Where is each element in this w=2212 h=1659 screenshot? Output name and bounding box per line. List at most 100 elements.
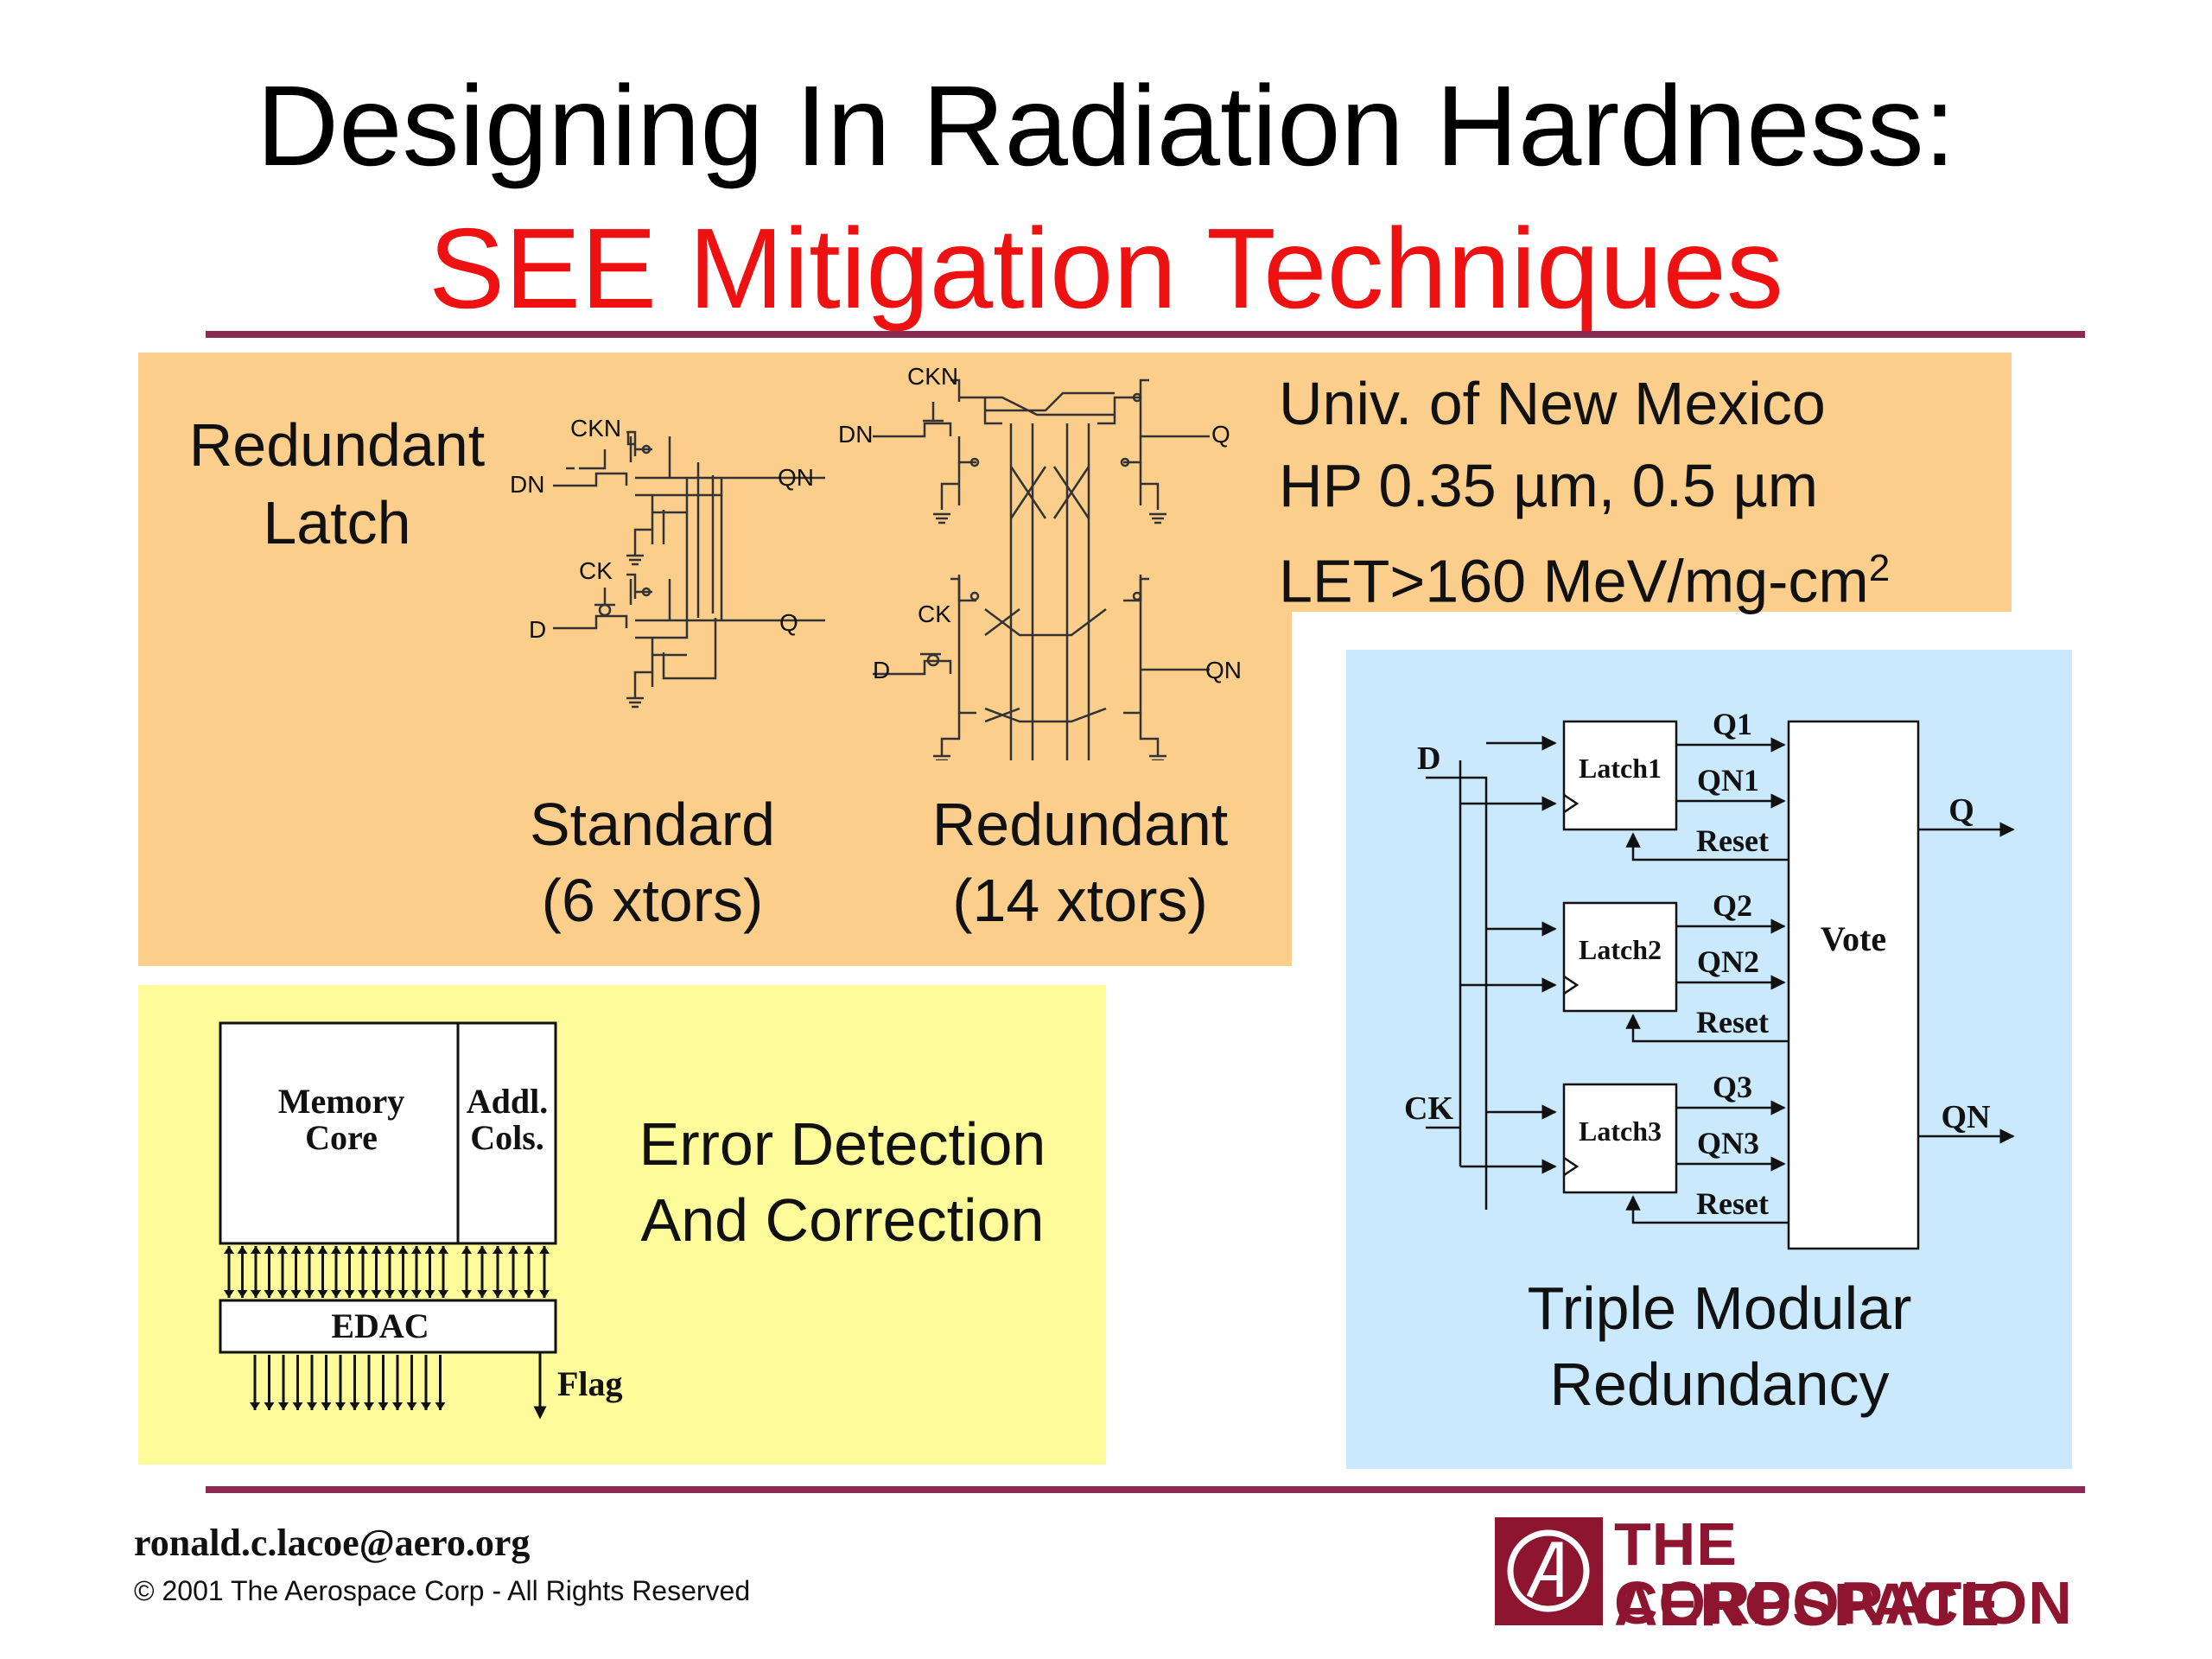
tmr-d-input: D: [1417, 741, 1440, 777]
logo-line2: CORPORATION: [1614, 1569, 2073, 1637]
info-block: Univ. of New Mexico HP 0.35 µm, 0.5 µm L…: [1279, 363, 2005, 622]
bus-arrow-icon: [290, 1246, 302, 1254]
q1-label: Q1: [1713, 707, 1752, 741]
mu-icon: µ: [1513, 452, 1548, 519]
memory-core-line1: Memory: [278, 1082, 405, 1121]
bus-arrow-icon: [539, 1290, 550, 1298]
bus-arrow-icon: [264, 1402, 275, 1410]
bus-arrow-icon: [304, 1246, 315, 1254]
bus-arrow-icon: [335, 1402, 346, 1410]
qn1-label: QN1: [1697, 763, 1759, 798]
bus-arrow-icon: [524, 1246, 534, 1254]
red-ck-label: CK: [918, 601, 951, 627]
latch2-label: Latch2: [1579, 934, 1662, 965]
author-email: ronald.c.lacoe@aero.org: [134, 1522, 531, 1564]
bus-arrow-icon: [438, 1246, 448, 1254]
aerospace-logo-icon: [1495, 1517, 1603, 1625]
bus-arrow-icon: [524, 1290, 534, 1298]
addl-cols-line1: Addl.: [467, 1082, 549, 1121]
bus-arrow-icon: [493, 1290, 503, 1298]
info-process: HP 0.35 µm, 0.5 µm: [1279, 452, 1819, 519]
qn2-label: QN2: [1697, 944, 1759, 979]
bus-arrow-icon: [411, 1246, 422, 1254]
bus-arrow-icon: [304, 1290, 315, 1298]
slide-title: Designing In Radiation Hardness:: [256, 62, 1956, 189]
addl-cols-line2: Cols.: [470, 1118, 544, 1157]
bus-arrow-icon: [344, 1246, 355, 1254]
bus-arrow-icon: [237, 1246, 248, 1254]
bus-arrow-icon: [477, 1290, 487, 1298]
bus-arrow-icon: [277, 1290, 288, 1298]
bus-arrow-icon: [321, 1402, 332, 1410]
latch3-label: Latch3: [1579, 1116, 1662, 1147]
edac-diagram: Memory Core Addl. Cols. EDAC Flag: [219, 1021, 623, 1420]
bus-arrow-icon: [411, 1290, 422, 1298]
bus-arrow-icon: [224, 1290, 234, 1298]
tmr-diagram: D CK Latch1 Latch2 Latch3 Q1 QN1 Reset Q…: [1404, 707, 2015, 1250]
top-rule: [206, 331, 2085, 338]
bus-arrow-icon: [237, 1290, 248, 1298]
bus-arrow-icon: [317, 1290, 328, 1298]
copyright: © 2001 The Aerospace Corp - All Rights R…: [134, 1575, 751, 1606]
bus-arrow-icon: [385, 1290, 395, 1298]
bus-arrow-icon: [438, 1290, 448, 1298]
red-dn-label: DN: [838, 421, 873, 448]
bus-arrow-icon: [358, 1246, 368, 1254]
red-ckn-label: CKN: [907, 363, 958, 390]
bus-arrow-icon: [378, 1402, 389, 1410]
std-ckn-label: CKN: [570, 415, 621, 442]
bus-arrow-icon: [461, 1246, 472, 1254]
slide-subtitle: SEE Mitigation Techniques: [429, 205, 1783, 332]
bus-arrow-icon: [424, 1246, 435, 1254]
std-qn-label: QN: [778, 464, 814, 491]
bus-arrow-icon: [397, 1290, 409, 1298]
standard-caption: Standard (6 xtors): [529, 791, 776, 934]
bus-arrow-icon: [317, 1246, 328, 1254]
bus-arrow-icon: [385, 1246, 395, 1254]
reset3-label: Reset: [1696, 1186, 1769, 1221]
qn3-label: QN3: [1697, 1126, 1759, 1160]
q2-label: Q2: [1713, 888, 1752, 923]
tmr-qn-output: QN: [1942, 1099, 1991, 1135]
std-d-label: D: [529, 616, 546, 643]
logo-line1: THE AEROSPACE: [1614, 1510, 2001, 1638]
tmr-caption: Triple Modular Redundancy: [1527, 1274, 1912, 1418]
q3-label: Q3: [1713, 1070, 1752, 1104]
edac-caption: Error Detection And Correction: [639, 1110, 1046, 1254]
mu-icon: µ: [1732, 452, 1768, 519]
edac-label: EDAC: [331, 1306, 429, 1345]
bus-arrow-icon: [290, 1290, 302, 1298]
standard-latch-schematic: CKN DN QN CK D Q: [510, 415, 825, 709]
red-qn-label: QN: [1205, 657, 1242, 683]
memory-core-line2: Core: [305, 1118, 378, 1157]
redundant-latch-schematic: CKN DN Q CK D QN: [838, 363, 1242, 760]
tmr-ck-input: CK: [1404, 1090, 1453, 1127]
bus-arrow-icon: [421, 1402, 431, 1410]
std-dn-label: DN: [510, 471, 544, 498]
bus-arrow-icon: [224, 1246, 234, 1254]
reset2-label: Reset: [1696, 1005, 1769, 1039]
redundant-caption: Redundant (14 xtors): [931, 791, 1229, 934]
bus-arrow-icon: [251, 1290, 261, 1298]
bus-arrow-icon: [264, 1246, 275, 1254]
bus-arrow-icon: [349, 1402, 360, 1410]
tmr-panel: [1346, 650, 2072, 1469]
bus-arrow-icon: [508, 1246, 518, 1254]
bus-arrow-icon: [493, 1246, 503, 1254]
bus-arrow-icon: [292, 1402, 303, 1410]
bus-arrow-icon: [264, 1290, 275, 1298]
info-university: Univ. of New Mexico: [1279, 370, 1826, 437]
bus-arrow-icon: [278, 1402, 289, 1410]
vote-label: Vote: [1821, 919, 1886, 958]
bus-arrow-icon: [307, 1402, 317, 1410]
bus-arrow-icon: [344, 1290, 355, 1298]
bus-arrow-icon: [371, 1290, 382, 1298]
bus-arrow-icon: [406, 1402, 417, 1410]
bus-arrow-icon: [424, 1290, 435, 1298]
red-q-label: Q: [1211, 421, 1230, 448]
info-panel: [1287, 353, 2012, 612]
reset1-label: Reset: [1696, 823, 1769, 858]
red-d-label: D: [873, 657, 890, 683]
std-ck-label: CK: [579, 557, 613, 584]
bus-arrow-icon: [358, 1290, 368, 1298]
